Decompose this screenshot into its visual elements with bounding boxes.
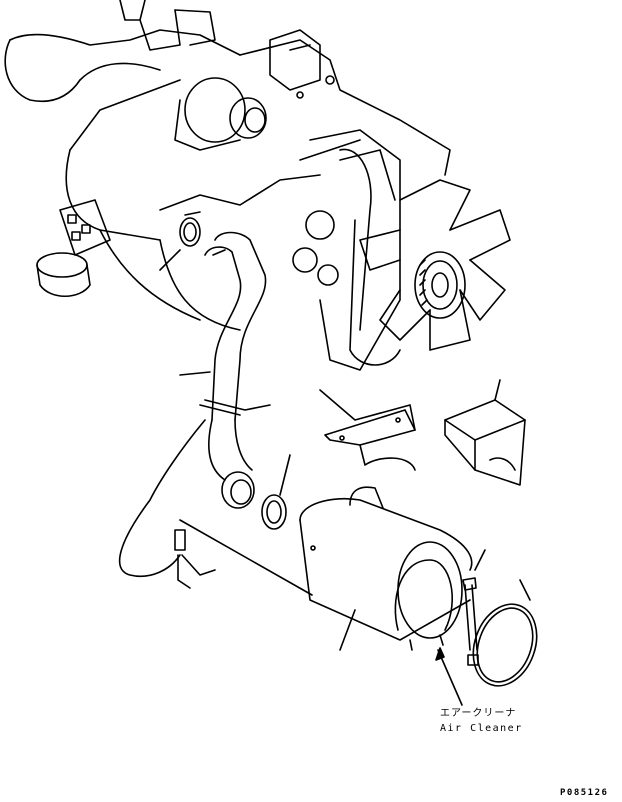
engine-block: [4, 0, 451, 331]
hose-clamp-upper: [159, 211, 201, 271]
air-cleaner-bracket-left: [319, 389, 416, 471]
leader-arrow-icon: [435, 647, 445, 661]
drawing-code: P085126: [560, 788, 609, 798]
air-cleaner-bracket-right: [444, 379, 526, 486]
mounting-bolt: [462, 549, 486, 666]
intake-pipe: [179, 231, 271, 509]
air-cleaner-leader-line: [437, 649, 463, 706]
restriction-sensor-wire: [118, 419, 313, 596]
air-cleaner-label-en: Air Cleaner: [440, 723, 523, 734]
turbocharger: [174, 29, 335, 151]
cooling-fan: [292, 129, 511, 371]
air-cleaner-band: [472, 579, 538, 687]
air-cleaner: [299, 486, 473, 651]
engine-mount-bracket: [36, 199, 111, 297]
hose-clamp-lower: [261, 454, 291, 530]
air-cleaner-label-jp: エアークリーナ: [440, 708, 517, 719]
